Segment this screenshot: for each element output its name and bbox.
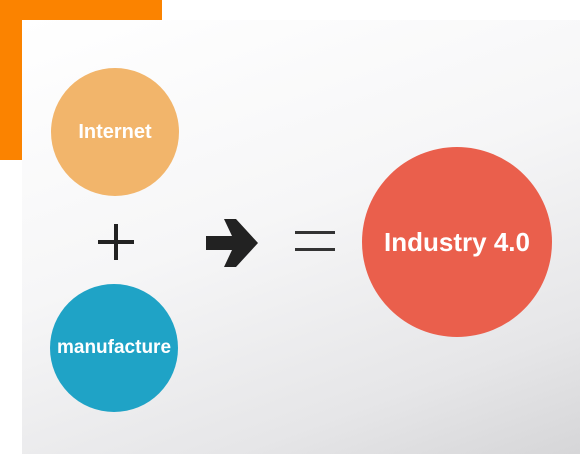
manufacture-circle: manufacture xyxy=(50,284,178,412)
arrow-right-icon xyxy=(206,219,258,267)
plus-icon xyxy=(98,224,134,260)
manufacture-label: manufacture xyxy=(56,337,172,358)
industry-circle: Industry 4.0 xyxy=(362,147,552,337)
industry-label: Industry 4.0 xyxy=(384,226,530,257)
internet-label: Internet xyxy=(78,120,152,143)
equals-icon xyxy=(295,231,335,251)
internet-circle: Internet xyxy=(51,68,179,196)
